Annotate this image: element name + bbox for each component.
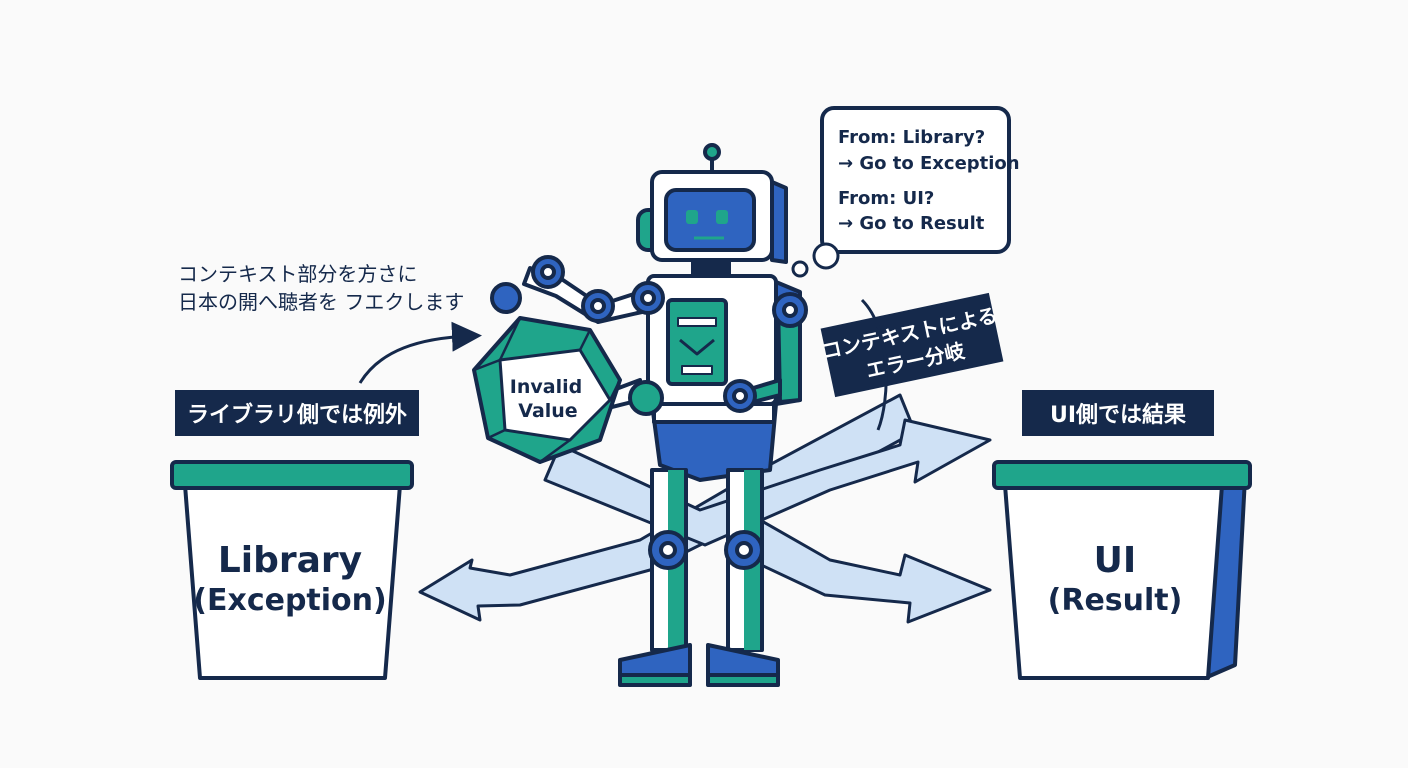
annotation-arrow [358,321,482,384]
ui-tag-text: UI側では結果 [1050,402,1186,428]
speech-bubble: From: Library? → Go to Exception From: U… [791,106,1020,278]
robot-antenna-icon [703,143,721,161]
gem-label-line1: Invalid [510,376,582,398]
library-bin-title: Library [218,540,362,581]
annotation: コンテキスト部分を方さに 日本の開へ聴者を フエクします [178,262,482,384]
robot-face-screen [664,188,756,252]
ui-bin-subtitle: (Result) [1048,583,1183,618]
bubble-line2: → Go to Exception [838,153,1020,174]
robot [490,143,808,687]
library-bin: Library (Exception) [170,460,414,680]
ui-bin: UI (Result) [992,460,1252,680]
gem-label-line2: Value [518,400,577,422]
library-bin-subtitle: (Exception) [193,583,386,618]
annotation-line1: コンテキスト部分を方さに [178,262,417,286]
library-tag-text: ライブラリ側では例外 [187,402,407,428]
arrow-to-ui-lower [738,518,992,624]
ui-tag: UI側では結果 [1022,390,1214,436]
context-label: コンテキストによる エラー分岐 [820,292,1004,398]
bubble-line1: From: Library? [838,127,985,148]
context-connector [860,298,888,431]
bubble-line4: → Go to Result [838,213,985,234]
invalid-value-gem: Invalid Value [472,316,622,464]
ui-bin-title: UI [1094,540,1137,581]
library-tag: ライブラリ側では例外 [175,390,419,436]
bubble-line3: From: UI? [838,188,934,209]
annotation-line2: 日本の開へ聴者を フエクします [178,290,464,314]
